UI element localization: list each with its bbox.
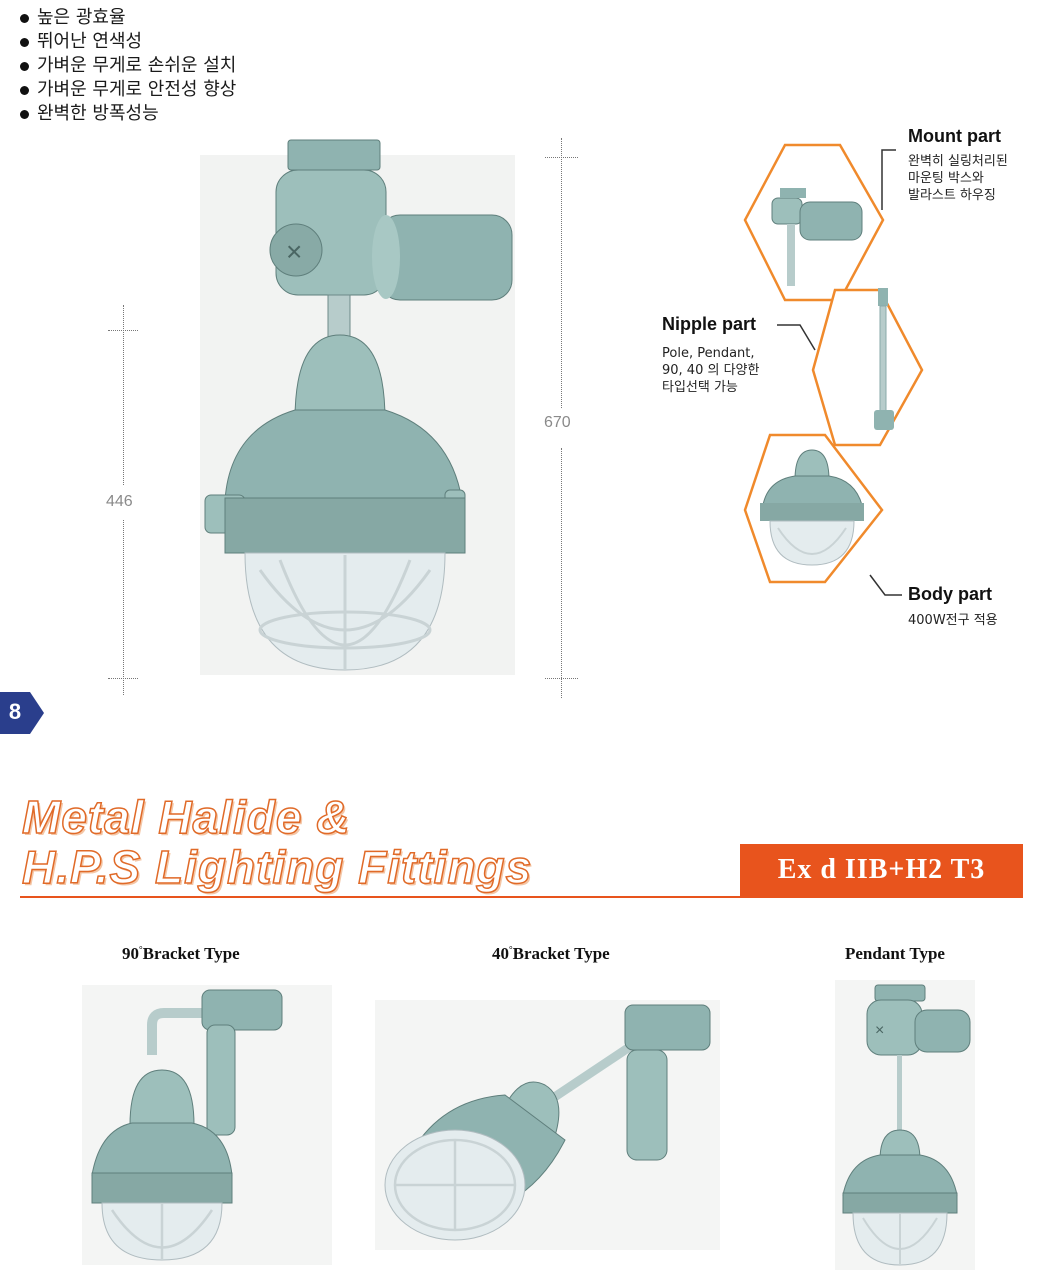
bullet-icon: [20, 61, 29, 71]
heading-line-2: H.P.S Lighting Fittings: [21, 840, 533, 894]
type-label-40-bracket: 40°Bracket Type: [492, 944, 610, 963]
mount-part-title: Mount part: [908, 126, 1001, 146]
dimension-tick: [545, 678, 578, 679]
bullet-icon: [20, 109, 29, 119]
type-label-90-bracket: 90°Bracket Type: [122, 944, 240, 963]
dimension-line: [123, 520, 124, 695]
feature-item: 뛰어난 연색성: [20, 30, 236, 54]
bullet-icon: [20, 13, 29, 23]
type-label-pendant: Pendant Type: [845, 944, 945, 963]
ex-rating-badge: Ex d IIB+H2 T3: [740, 844, 1023, 896]
nipple-part-desc: Pole, Pendant, 90, 40 의 다양한 타입선택 가능: [662, 346, 760, 395]
fixture-40-bracket-image: [375, 1000, 720, 1250]
heading-line-1: Metal Halide &: [21, 790, 351, 844]
feature-list: 높은 광효율 뛰어난 연색성 가벼운 무게로 손쉬운 설치 가벼운 무게로 안전…: [20, 6, 236, 126]
heading-rule: [20, 896, 1023, 898]
bullet-icon: [20, 85, 29, 95]
dimension-670: 670: [544, 414, 571, 431]
svg-text:×: ×: [875, 1022, 884, 1039]
feature-item: 높은 광효율: [20, 6, 236, 30]
dimension-tick: [108, 678, 138, 679]
feature-item: 완벽한 방폭성능: [20, 102, 236, 126]
mount-part-desc: 완벽히 실링처리된 마운팅 박스와 발라스트 하우징: [908, 154, 1008, 203]
parts-diagram: [743, 143, 924, 596]
fixture-pendant-image: ×: [835, 980, 975, 1270]
dimension-446: 446: [106, 493, 133, 510]
page-number-tab: [0, 692, 44, 734]
dimension-line: [561, 448, 562, 698]
feature-item: 가벼운 무게로 손쉬운 설치: [20, 54, 236, 78]
nipple-hexagon: [811, 288, 924, 447]
main-fixture-image: ×: [200, 139, 515, 675]
feature-item: 가벼운 무게로 안전성 향상: [20, 78, 236, 102]
dimension-line: [123, 305, 124, 485]
bullet-icon: [20, 37, 29, 47]
fixture-90-bracket-image: [82, 985, 332, 1265]
dimension-line: [561, 138, 562, 408]
svg-text:×: ×: [286, 236, 302, 267]
body-part-title: Body part: [908, 584, 993, 604]
page-number: 8: [8, 699, 22, 724]
nipple-part-title: Nipple part: [662, 314, 757, 334]
body-part-desc: 400W전구 적용: [908, 613, 998, 628]
